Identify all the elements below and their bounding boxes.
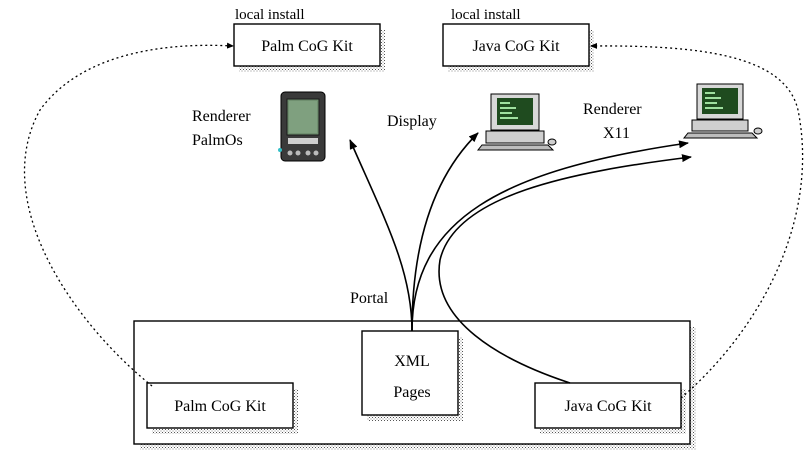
- dotted-link-palm-kits: [23, 42, 234, 387]
- palm-device-icon: [278, 91, 326, 162]
- display-label: Display: [387, 113, 437, 130]
- computer-icon: [682, 83, 763, 139]
- portal-palm-cog-kit-label: Palm CoG Kit: [174, 398, 266, 415]
- computer-icon: [476, 93, 557, 151]
- java-local-install-caption: local install: [451, 7, 521, 23]
- xml-pages-label-2: Pages: [393, 384, 430, 401]
- palm-cog-kit-local-box: [233, 23, 381, 67]
- java-cog-kit-local-box: [442, 23, 590, 67]
- arrow-xml-to-display: [411, 132, 479, 332]
- portal-palm-cog-kit-box: [146, 382, 294, 429]
- renderer-palmos-label-1: Renderer: [192, 108, 251, 125]
- renderer-x11-label-1: Renderer: [583, 101, 642, 118]
- renderer-x11-label-2: X11: [603, 125, 630, 142]
- arrow-xml-to-palm-renderer: [349, 139, 413, 332]
- xml-pages-label-1: XML: [394, 353, 430, 370]
- palm-cog-kit-local-label: Palm CoG Kit: [261, 38, 353, 55]
- portal-java-cog-kit-box: [534, 382, 682, 429]
- java-cog-kit-local-label: Java CoG Kit: [472, 38, 560, 55]
- arrow-xml-to-x11-renderer: [411, 140, 689, 332]
- portal-label: Portal: [350, 290, 389, 307]
- xml-pages-box: [361, 330, 459, 416]
- palm-local-install-caption: local install: [235, 7, 305, 23]
- arrow-java-kit-to-x11-renderer: [438, 154, 692, 384]
- dotted-link-java-kits: [590, 42, 804, 399]
- portal-java-cog-kit-label: Java CoG Kit: [564, 398, 652, 415]
- renderer-palmos-label-2: PalmOs: [192, 132, 243, 149]
